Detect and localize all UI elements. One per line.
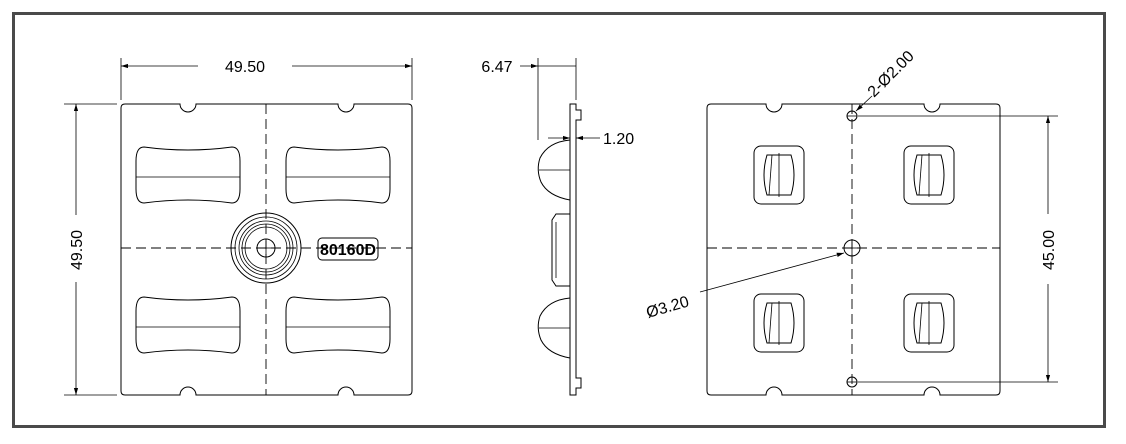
back-hole-dim: 2-Ø2.00 xyxy=(865,48,918,101)
front-slot-top-left xyxy=(135,146,241,204)
back-spacing-dim: 45.00 xyxy=(1041,230,1058,270)
front-slot-bottom-right xyxy=(285,296,391,354)
back-lens-bottom-right xyxy=(903,293,955,353)
back-lens-top-right xyxy=(903,145,955,205)
front-slot-bottom-left xyxy=(135,296,241,354)
center-lens-rings xyxy=(230,212,302,284)
part-label-box xyxy=(317,237,379,261)
back-lens-top-left xyxy=(753,145,805,205)
back-plate-outline xyxy=(706,103,1001,396)
front-width-dim: 49.50 xyxy=(225,59,265,76)
drawing-frame xyxy=(12,12,1106,428)
front-slot-top-right xyxy=(285,146,391,204)
front-view: 80160D 49.50 49.50 xyxy=(64,58,413,396)
side-plate-dim: 1.20 xyxy=(603,131,634,148)
back-center-hole-dim: Ø3.20 xyxy=(644,293,691,321)
mount-hole-bottom xyxy=(846,376,858,388)
side-plate-outline xyxy=(569,103,582,396)
side-view: 6.47 1.20 xyxy=(481,58,634,396)
back-lens-bottom-left xyxy=(753,293,805,353)
back-view: 2-Ø2.00 Ø3.20 45.00 xyxy=(644,48,1058,396)
front-height-dim: 49.50 xyxy=(69,230,86,270)
side-thickness-dim: 6.47 xyxy=(481,59,512,76)
part-label: 80160D xyxy=(320,242,376,259)
front-plate-outline xyxy=(120,103,413,396)
side-lens-top xyxy=(537,139,571,201)
side-center-boss xyxy=(551,213,570,287)
mount-hole-top xyxy=(846,110,858,122)
side-lens-bottom xyxy=(537,297,571,359)
center-hole xyxy=(843,239,861,257)
